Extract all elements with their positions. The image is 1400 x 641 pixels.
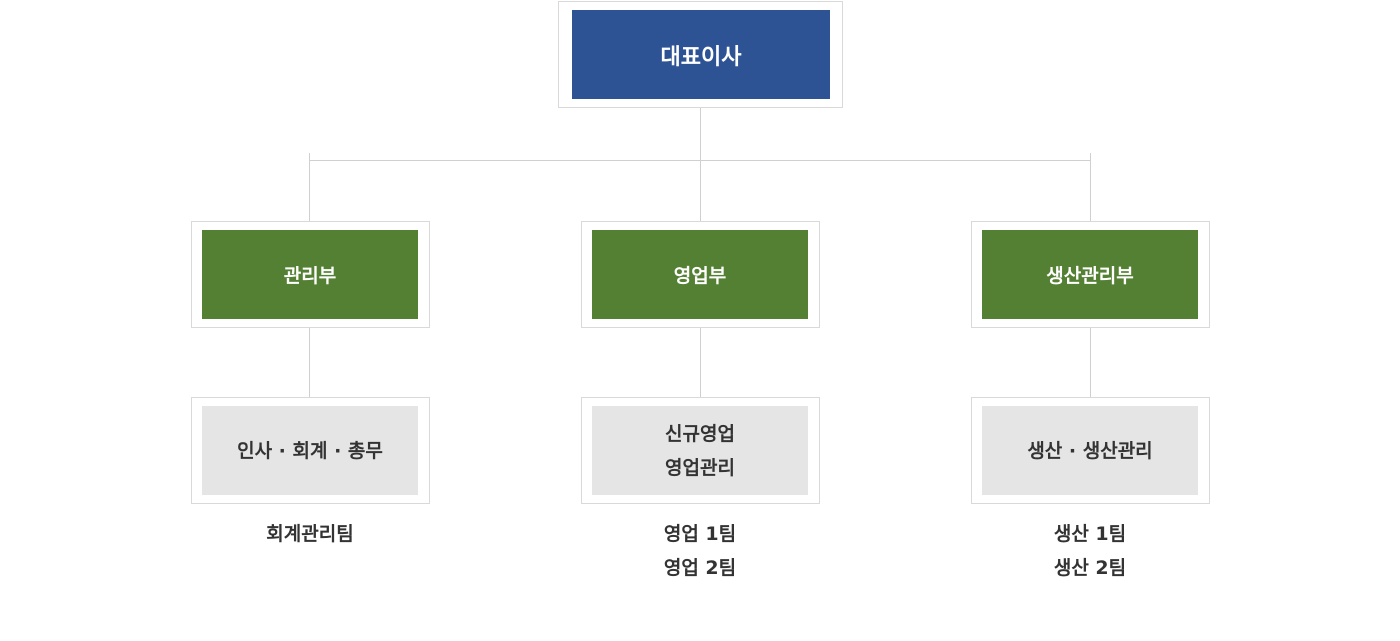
connector-dept-2-up: [700, 160, 701, 221]
dept-3-function-box: 생산 · 생산관리: [982, 406, 1198, 495]
dept-1-box: 관리부: [202, 230, 418, 319]
dept-1-team-list: 회계관리팀: [190, 517, 430, 551]
function-item: 영업관리: [665, 456, 735, 479]
team-item: 생산 1팀: [1053, 523, 1127, 545]
ceo-box: 대표이사: [572, 10, 830, 99]
connector-dept-2-down: [700, 327, 701, 397]
dept-1-label: 관리부: [283, 265, 337, 287]
dept-2-box: 영업부: [592, 230, 808, 319]
dept-1-function-box: 인사 · 회계 · 총무: [202, 406, 418, 495]
function-item: 신규영업: [665, 422, 735, 445]
team-item: 생산 2팀: [1053, 557, 1127, 579]
dept-2-function-box: 신규영업 영업관리: [592, 406, 808, 495]
dept-2-label: 영업부: [673, 265, 727, 287]
connector-dept-3-down: [1090, 327, 1091, 397]
team-item: 영업 2팀: [663, 557, 737, 579]
dept-3-team-list: 생산 1팀 생산 2팀: [970, 517, 1210, 585]
connector-dept-3-up: [1090, 153, 1091, 221]
connector-dept-1-up: [309, 153, 310, 221]
ceo-label: 대표이사: [660, 44, 742, 70]
team-item: 회계관리팀: [266, 523, 354, 545]
connector-dept-1-down: [309, 327, 310, 397]
dept-2-team-list: 영업 1팀 영업 2팀: [580, 517, 820, 585]
team-item: 영업 1팀: [663, 523, 737, 545]
dept-3-box: 생산관리부: [982, 230, 1198, 319]
function-item: 생산 · 생산관리: [1027, 439, 1153, 462]
connector-ceo-down: [700, 107, 701, 160]
dept-3-label: 생산관리부: [1046, 265, 1134, 287]
function-item: 인사 · 회계 · 총무: [237, 439, 383, 462]
